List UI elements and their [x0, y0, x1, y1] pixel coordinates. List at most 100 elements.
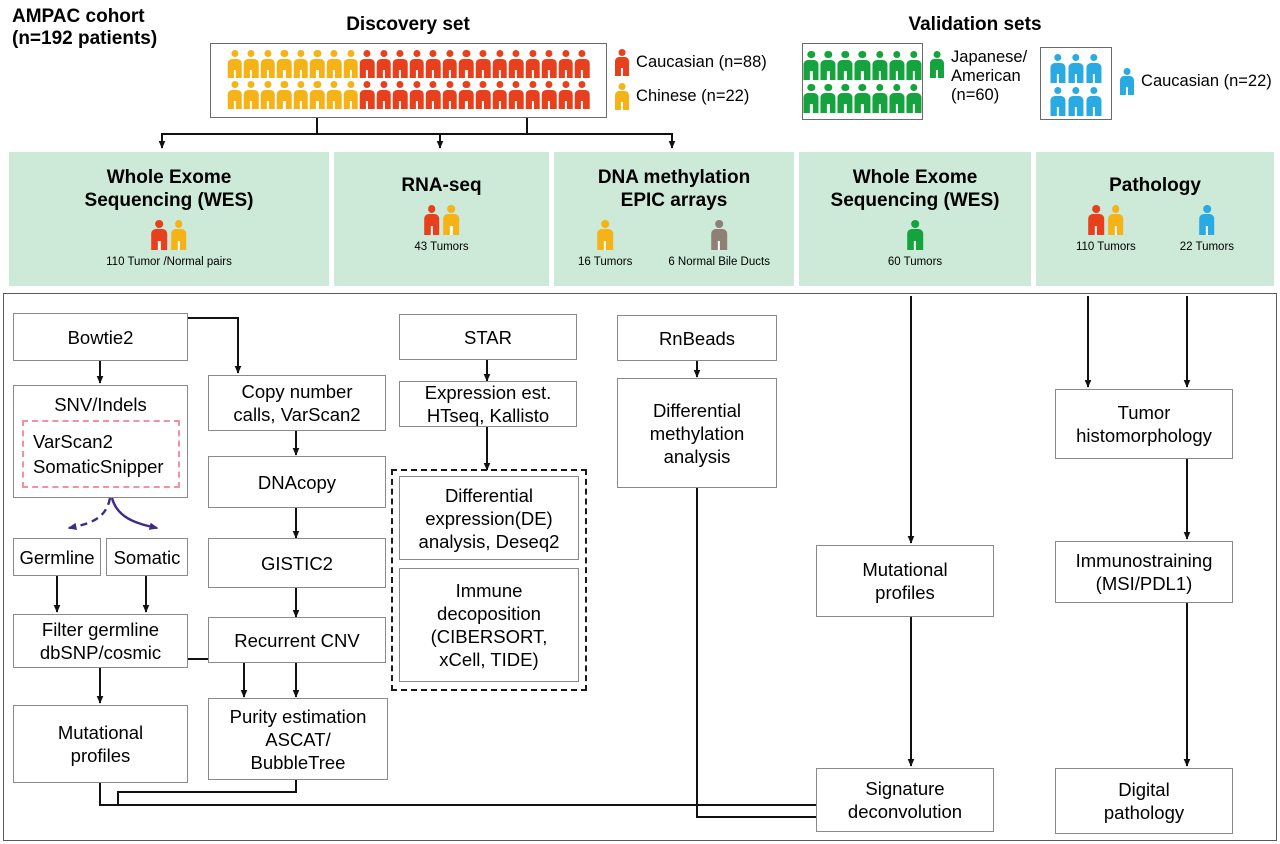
- person-icon-blue: [1120, 68, 1135, 95]
- people-row: [1041, 54, 1111, 83]
- person-icon-red: [615, 49, 630, 76]
- legend-label: Japanese/ American (n=60): [951, 48, 1028, 104]
- assay-icon-group: 43 Tumors: [414, 205, 469, 253]
- assay-caption: 6 Normal Bile Ducts: [668, 256, 770, 268]
- node-mutational-profiles-left[interactable]: Mutational profiles: [13, 705, 188, 783]
- person-icon-yellow: [343, 50, 358, 78]
- node-immune-decomposition[interactable]: Immune decoposition (CIBERSORT, xCell, T…: [399, 568, 579, 682]
- person-icon-blue: [1199, 205, 1215, 235]
- node-bowtie2[interactable]: Bowtie2: [13, 313, 188, 361]
- node-mutational-profiles-mid[interactable]: Mutational profiles: [816, 545, 994, 617]
- person-icon-green: [906, 51, 922, 80]
- person-icon-yellow: [244, 50, 259, 78]
- node-germline[interactable]: Germline: [13, 538, 101, 576]
- validation-legend-japanese: Japanese/ American (n=60): [930, 48, 1050, 105]
- person-icon-red: [426, 81, 441, 109]
- cohort-title: AMPAC cohort (n=192 patients): [12, 6, 158, 49]
- node-recurrent-cnv[interactable]: Recurrent CNV: [208, 617, 386, 663]
- validation-sets-title: Validation sets: [908, 14, 1042, 35]
- person-icon-red: [615, 49, 630, 76]
- node-expression-est[interactable]: Expression est. HTseq, Kallisto: [399, 381, 577, 427]
- assay-caption: 110 Tumor /Normal pairs: [106, 256, 232, 268]
- person-icon-red: [525, 81, 540, 109]
- person-icon-green: [930, 51, 945, 78]
- person-icon-red: [525, 50, 540, 78]
- node-tumor-histomorphology[interactable]: Tumor histomorphology: [1055, 389, 1233, 459]
- assay-title: RNA-seq: [401, 175, 482, 196]
- person-icon-green: [872, 84, 888, 113]
- assay-icon-group: 22 Tumors: [1180, 205, 1234, 253]
- person-icon-yellow: [326, 50, 342, 78]
- person-icon-yellow: [260, 81, 276, 109]
- person-icon-red: [409, 50, 425, 78]
- assay-icon-groups: 43 Tumors: [334, 205, 549, 253]
- people-row: [211, 81, 606, 109]
- discovery-set-title: Discovery set: [346, 14, 470, 35]
- legend-item-chinese: Chinese (n=22): [615, 83, 805, 110]
- node-digital-pathology[interactable]: Digital pathology: [1055, 768, 1233, 834]
- node-copy-number-calls[interactable]: Copy number calls, VarScan2: [208, 375, 386, 431]
- person-icon-green: [837, 84, 853, 113]
- person-icon-red: [442, 81, 458, 109]
- person-icon-yellow: [597, 220, 613, 250]
- person-icon-yellow: [293, 81, 309, 109]
- assay-card-wes-validation[interactable]: Whole Exome Sequencing (WES) 60 Tumors: [799, 152, 1031, 286]
- validation-legend-caucasian: Caucasian (n=22): [1120, 68, 1280, 95]
- assay-title: Whole Exome Sequencing (WES): [84, 167, 254, 211]
- rna-analysis-dashed-group: [391, 469, 587, 691]
- person-icon-blue: [1086, 54, 1102, 83]
- node-signature-deconvolution[interactable]: Signature deconvolution: [816, 768, 994, 832]
- assay-icon-group: 6 Normal Bile Ducts: [668, 220, 770, 268]
- assay-card-wes-discovery[interactable]: Whole Exome Sequencing (WES) 110 Tumor /…: [9, 152, 329, 286]
- legend-label: Caucasian (n=88): [636, 53, 767, 71]
- person-icon-green: [854, 51, 871, 80]
- person-icon-red: [423, 205, 440, 235]
- person-icon-red: [442, 50, 458, 78]
- person-icon-red: [574, 50, 590, 78]
- assay-caption: 22 Tumors: [1179, 241, 1235, 253]
- node-de-analysis[interactable]: Differential expression(DE) analysis, De…: [399, 476, 579, 560]
- node-differential-methylation[interactable]: Differential methylation analysis: [617, 378, 777, 488]
- assay-icon-groups: 60 Tumors: [799, 220, 1031, 268]
- person-icon-yellow: [170, 220, 187, 250]
- person-icon-green: [906, 84, 922, 113]
- person-icon-blue: [1050, 87, 1066, 116]
- person-icon-red: [376, 81, 391, 109]
- person-icon-red: [541, 81, 557, 109]
- discovery-legend: Caucasian (n=88) Chinese (n=22): [615, 49, 805, 110]
- person-icon-green: [803, 51, 819, 80]
- node-dnacopy[interactable]: DNAcopy: [208, 456, 386, 508]
- person-icon-yellow: [260, 50, 276, 78]
- person-icon-yellow: [227, 50, 243, 78]
- legend-item-caucasian: Caucasian (n=88): [615, 49, 805, 76]
- assay-icon-group: 110 Tumor /Normal pairs: [106, 220, 232, 268]
- assay-card-rnaseq[interactable]: RNA-seq 43 Tumors: [334, 152, 549, 286]
- assay-icon-groups: 110 Tumors 22 Tumors: [1036, 205, 1274, 253]
- node-star[interactable]: STAR: [399, 314, 577, 360]
- node-somatic[interactable]: Somatic: [106, 538, 188, 576]
- node-gistic2[interactable]: GISTIC2: [208, 538, 386, 588]
- person-icon-red: [392, 81, 408, 109]
- person-icon-yellow: [227, 81, 243, 109]
- node-filter-germline[interactable]: Filter germline dbSNP/cosmic: [13, 614, 188, 668]
- assay-icon-group: 16 Tumors: [578, 220, 632, 268]
- assay-icon-group: 110 Tumors: [1076, 205, 1136, 253]
- person-icon-yellow: [277, 50, 292, 78]
- person-icon-green: [889, 84, 905, 113]
- person-icon-yellow: [615, 83, 630, 110]
- node-purity-estimation[interactable]: Purity estimation ASCAT/ BubbleTree: [208, 698, 388, 780]
- person-icon-yellow: [1107, 205, 1124, 235]
- person-icon-red: [392, 50, 408, 78]
- person-icon-red: [459, 81, 474, 109]
- node-snv-indels[interactable]: SNV/Indels: [13, 385, 188, 498]
- legend-label: Chinese (n=22): [636, 87, 750, 105]
- node-snv-tools-dashed[interactable]: VarScan2 SomaticSnipper: [22, 420, 180, 488]
- node-label: VarScan2 SomaticSnipper: [33, 431, 164, 477]
- person-icon-yellow: [244, 81, 259, 109]
- node-rnbeads[interactable]: RnBeads: [617, 315, 777, 361]
- person-icon-blue: [1068, 87, 1084, 116]
- node-immunostaining[interactable]: Immunostraining (MSI/PDL1): [1055, 541, 1233, 603]
- person-icon-red: [359, 50, 375, 78]
